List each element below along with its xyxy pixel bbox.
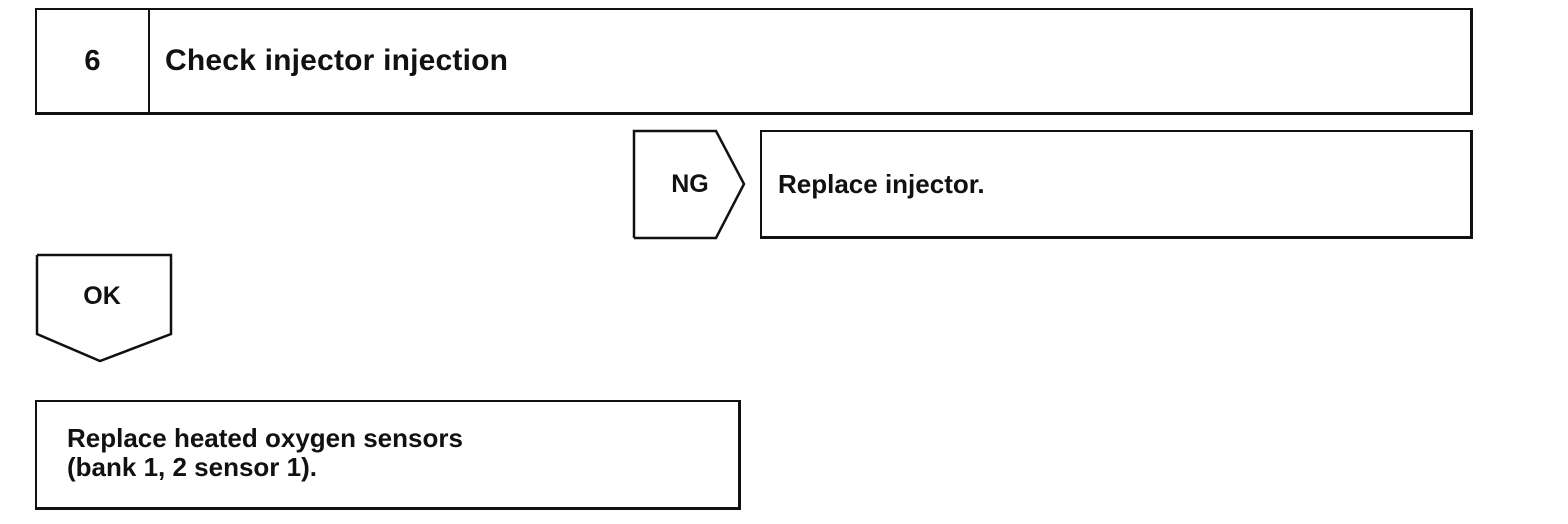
ng-label: NG: [671, 170, 709, 198]
ok-arrow: OK: [35, 253, 174, 364]
ok-arrow-shape: [35, 253, 173, 363]
ok-action-line-2: (bank 1, 2 sensor 1).: [67, 452, 317, 482]
ok-action-text: Replace heated oxygen sensors (bank 1, 2…: [67, 424, 463, 482]
ng-action-box: Replace injector.: [760, 130, 1473, 239]
ok-action-box: Replace heated oxygen sensors (bank 1, 2…: [35, 400, 741, 510]
ok-action-line-1: Replace heated oxygen sensors: [67, 423, 463, 453]
step-number: 6: [37, 10, 150, 112]
ok-label: OK: [83, 282, 121, 310]
step-title: Check injector injection: [165, 44, 509, 77]
ng-arrow-shape: [632, 129, 746, 240]
step-header-box: 6 Check injector injection: [35, 8, 1473, 115]
ng-arrow: NG: [632, 129, 755, 240]
ng-action-text: Replace injector.: [778, 168, 985, 199]
